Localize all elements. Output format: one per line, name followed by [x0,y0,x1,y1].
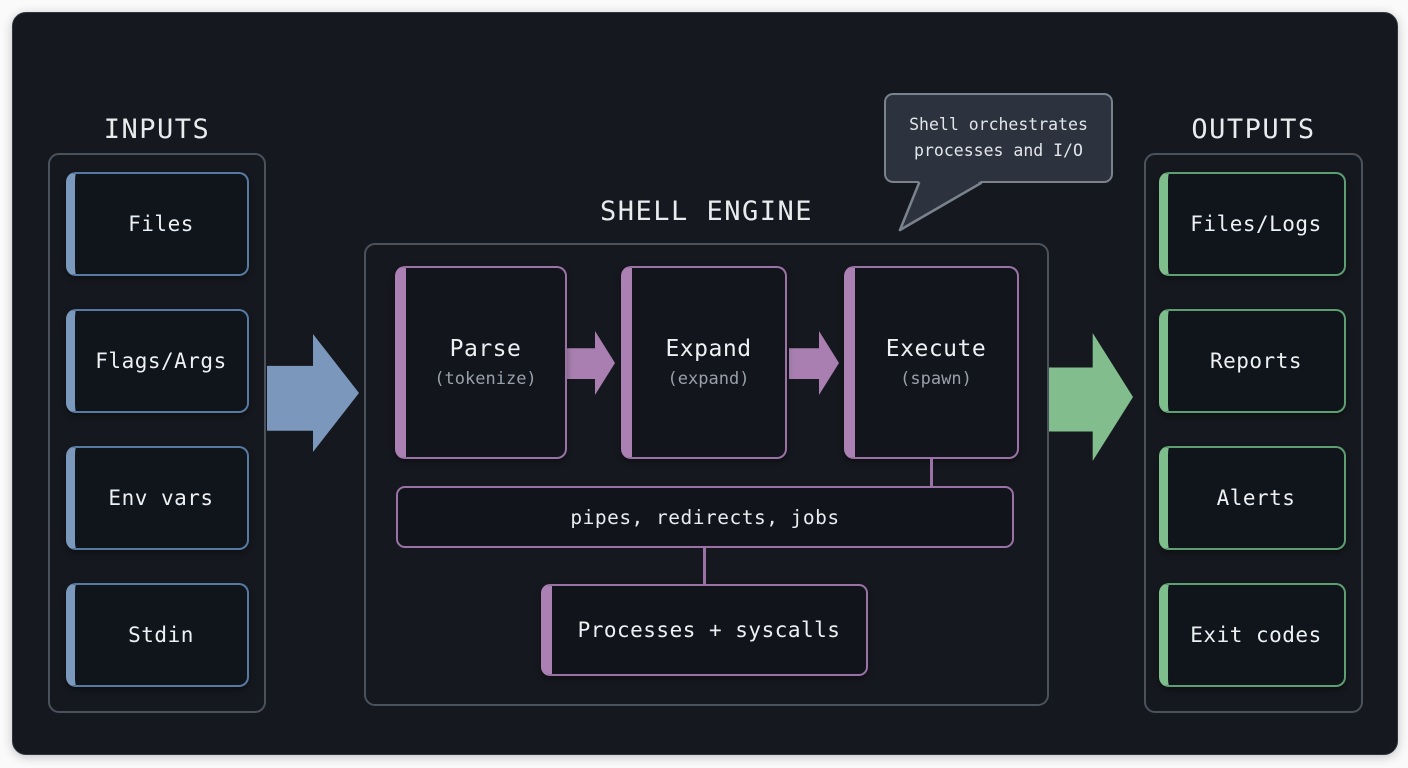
input-node-env-vars-label: Env vars [108,486,214,510]
output-node-exit-codes-label: Exit codes [1190,623,1322,647]
stage-execute-label: Execute [885,336,987,362]
input-node-stdin: Stdin [66,583,249,687]
input-node-flags-args-label: Flags/Args [95,349,227,373]
kernel-box: Processes + syscalls [541,584,868,676]
outputs-title: OUTPUTS [1191,114,1316,145]
inputs-container [48,153,266,713]
stage-parse-sublabel: (tokenize) [434,369,537,389]
stage-parse: Parse (tokenize) [395,266,567,459]
diagram-card: INPUTS SHELL ENGINE OUTPUTS Files Flags/… [12,12,1398,755]
engine-title: SHELL ENGINE [599,196,814,227]
output-node-files-logs-label: Files/Logs [1190,212,1322,236]
stage-expand-label: Expand [665,336,752,362]
stage-parse-label: Parse [449,336,522,362]
callout-tail-icon [898,181,983,232]
input-node-files: Files [66,172,249,276]
bus-bar-label: pipes, redirects, jobs [570,505,840,529]
stage-execute: Execute (spawn) [844,266,1019,459]
stage-expand-sublabel: (expand) [667,369,750,389]
stage-expand: Expand (expand) [621,266,787,459]
input-node-stdin-label: Stdin [128,623,194,647]
output-node-alerts: Alerts [1159,446,1346,550]
inputs-to-engine-arrow [267,334,359,452]
execute-to-bus-connector [930,457,933,501]
callout-line2: processes and I/O [914,141,1083,160]
inputs-title: INPUTS [103,114,211,145]
engine-to-outputs-arrow [1049,333,1133,461]
input-node-env-vars: Env vars [66,446,249,550]
bus-bar: pipes, redirects, jobs [396,486,1014,548]
callout-bubble: Shell orchestrates processes and I/O [884,93,1113,183]
outputs-container [1144,153,1363,713]
input-node-files-label: Files [128,212,194,236]
bus-to-kernel-connector [703,546,706,588]
callout-line1: Shell orchestrates [909,114,1088,134]
output-node-alerts-label: Alerts [1216,486,1296,510]
input-node-flags-args: Flags/Args [66,309,249,413]
engine-container [364,243,1049,706]
output-node-reports-label: Reports [1209,349,1302,373]
stage-execute-sublabel: (spawn) [900,369,972,389]
kernel-box-label: Processes + syscalls [577,618,841,642]
output-node-exit-codes: Exit codes [1159,583,1346,687]
output-node-reports: Reports [1159,309,1346,413]
output-node-files-logs: Files/Logs [1159,172,1346,276]
